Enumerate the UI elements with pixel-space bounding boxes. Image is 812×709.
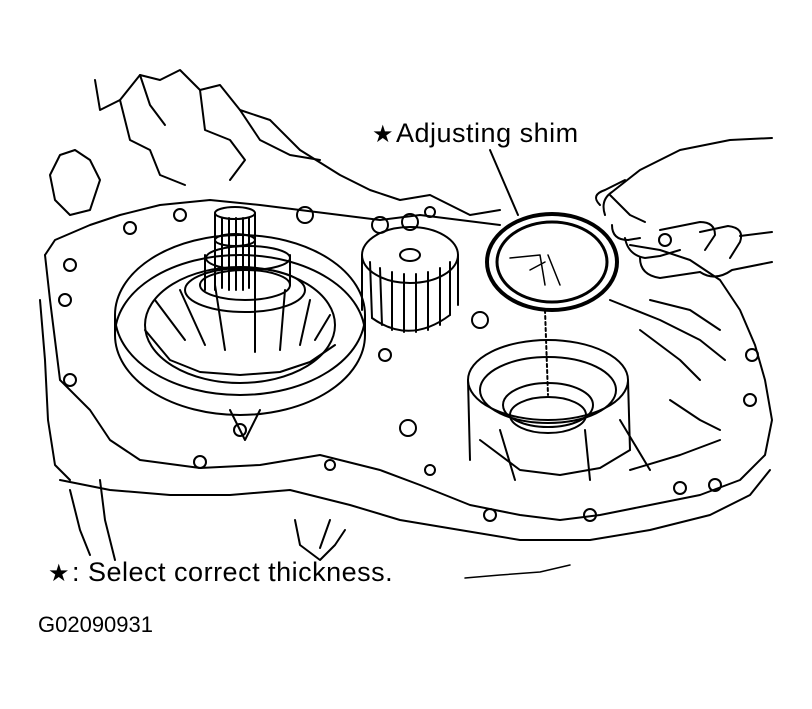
adjusting-shim bbox=[485, 212, 619, 312]
housing-ribs bbox=[609, 299, 726, 471]
case-flange bbox=[39, 199, 773, 561]
lower-casting-detail bbox=[294, 519, 346, 561]
shim-leader-line bbox=[489, 149, 519, 216]
star-icon: ★ bbox=[372, 121, 395, 148]
bearing-bore bbox=[467, 309, 651, 481]
figure-code: G02090931 bbox=[38, 612, 153, 637]
hand bbox=[595, 137, 773, 279]
note-leader-line bbox=[464, 564, 571, 579]
upper-housing-outline bbox=[49, 69, 501, 216]
idler-gear bbox=[361, 226, 459, 333]
star-icon: ★ bbox=[48, 560, 71, 587]
adjusting-shim-text: Adjusting shim bbox=[396, 118, 579, 148]
flange-bolts bbox=[58, 206, 759, 522]
thickness-note-text: : Select correct thickness. bbox=[72, 557, 394, 587]
thickness-note: ★: Select correct thickness. bbox=[48, 557, 393, 588]
oil-pump bbox=[114, 234, 366, 441]
input-shaft bbox=[184, 206, 306, 313]
adjusting-shim-label: ★Adjusting shim bbox=[372, 118, 579, 149]
